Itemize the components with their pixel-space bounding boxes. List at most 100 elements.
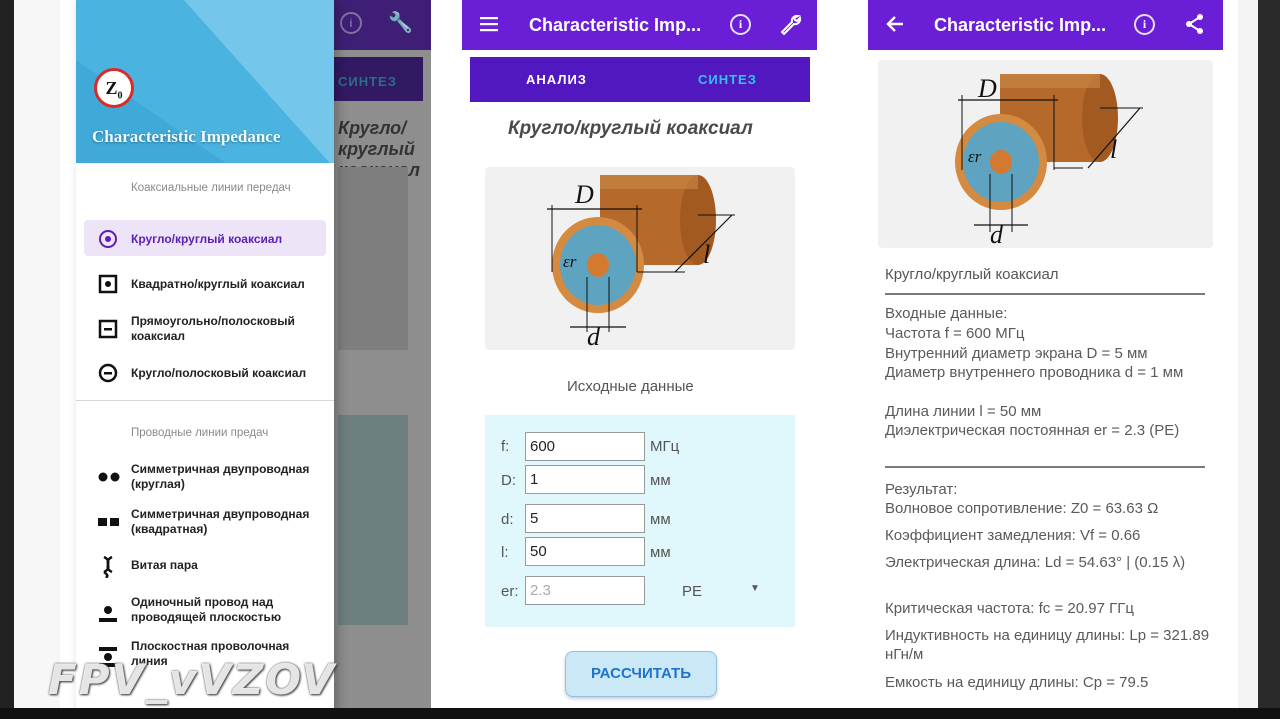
result-divider [885,466,1205,468]
circle-bar-icon [98,363,118,383]
drawer-item-rect-strip[interactable]: Прямоугольно/полосковый коаксиал [84,310,326,346]
input-line: Диэлектрическая постоянная er = 2.3 (PE) [885,422,1180,439]
info-icon[interactable]: i [730,14,751,35]
coax-diagram: D l d εr [547,175,735,351]
navigation-drawer: Z0 Characteristic Impedance Коаксиальные… [76,0,334,719]
tab-synthesis[interactable]: СИНТЕЗ [338,74,397,89]
field-label-f: f: [501,438,510,455]
result-divider [885,293,1205,295]
wrench-icon[interactable]: 🔧 [388,12,413,34]
left-image-card [338,167,408,350]
results-heading: Результат: [885,481,958,498]
drawer-item-round-round[interactable]: Кругло/круглый коаксиал [84,220,326,256]
drawer-item-label: Прямоугольно/полосковый коаксиал [131,314,295,343]
inner-diameter-unit: мм [650,511,671,528]
menu-icon[interactable] [480,15,500,38]
wrench-icon[interactable] [778,12,802,41]
bottom-border [0,708,1280,719]
drawer-item-twin-square[interactable]: Симметричная двупроводная (квадратная) [84,503,326,539]
frequency-unit: МГц [650,438,680,455]
diagram-label-D: D [574,180,594,209]
drawer-item-wire-over-plane[interactable]: Одиночный провод над проводящей плоскост… [84,593,326,629]
two-squares-icon [98,512,119,532]
drawer-item-label: Симметричная двупроводная (квадратная) [131,507,310,536]
dropdown-arrow-icon: ▼ [750,583,760,594]
drawer-item-round-strip[interactable]: Кругло/полосковый коаксиал [84,354,326,390]
square-bar-icon [98,319,118,339]
drawer-header: Z0 Characteristic Impedance [76,0,334,163]
dielectric-select[interactable]: PE ▼ [670,575,770,605]
section-wire-lines: Проводные линии предач [131,427,269,439]
diagram-label-l: l [703,240,710,269]
right-border [1258,0,1280,719]
outer-diameter-unit: мм [650,472,671,489]
result-line: Критическая частота: fc = 20.97 ГГц [885,600,1134,617]
info-icon[interactable]: i [1134,14,1155,35]
input-line: Длина линии l = 50 мм [885,403,1042,420]
result-line: Электрическая длина: Ld = 54.63° | (0.15… [885,554,1186,571]
drawer-item-label: Одиночный провод над проводящей плоскост… [131,595,282,624]
mode-tabs: АНАЛИЗ СИНТЕЗ [470,57,810,102]
drawer-item-twin-round[interactable]: Симметричная двупроводная (круглая) [84,458,326,494]
two-dots-icon [98,467,120,487]
info-icon[interactable]: i [340,12,362,34]
drawer-item-square-round[interactable]: Квадратно/круглый коаксиал [84,265,326,301]
input-line: Частота f = 600 МГц [885,325,1025,342]
field-label-l: l: [501,544,509,561]
diagram-label-l: l [1110,135,1117,164]
diagram-label-er: εr [563,252,577,271]
length-input[interactable]: 50 [525,537,645,566]
watermark: FPV_vVZOV [48,655,337,704]
drawer-item-label: Кругло/круглый коаксиал [131,232,283,246]
drawer-item-label: Кругло/полосковый коаксиал [131,366,307,380]
result-line: Емкость на единицу длины: Cp = 79.5 [885,674,1149,691]
result-line: Волновое сопротивление: Z0 = 63.63 Ω [885,500,1159,517]
coax-diagram-card: D l d εr [485,167,795,351]
drawer-item-planar-wire[interactable]: Плоскостная проволочная линия [84,637,326,673]
tab-analysis[interactable]: АНАЛИЗ [526,72,587,87]
field-label-er: er: [501,583,519,600]
frequency-input[interactable]: 600 [525,432,645,461]
diagram-label-d: d [990,220,1004,248]
back-arrow-icon[interactable] [885,14,905,39]
twisted-pair-icon [98,555,118,579]
drawer-item-label: Витая пара [131,558,198,572]
outer-diameter-input[interactable]: 1 [525,465,645,494]
dielectric-select-value: PE [682,583,703,600]
result-line: Коэффициент замедления: Vf = 0.66 [885,527,1141,544]
diagram-label-er: εr [968,147,982,166]
drawer-item-label: Плоскостная проволочная линия [131,639,290,668]
tab-synthesis[interactable]: СИНТЕЗ [698,72,757,87]
section-coaxial: Коаксиальные линии передач [131,182,291,194]
diagram-label-D: D [977,74,997,103]
left-input-card [338,415,408,625]
circle-dot-icon [98,229,118,249]
middle-app-bar: Characteristic Imp... i [462,0,817,50]
result-line: Индуктивность на единицу длины: Lp = 321… [885,627,1210,663]
permittivity-input: 2.3 [525,576,645,605]
input-line: Внутренний диаметр экрана D = 5 мм [885,345,1148,362]
field-label-d: d: [501,511,514,528]
right-app-title: Characteristic Imp... [934,15,1107,35]
drawer-divider [76,400,334,401]
result-diagram-card: D l d εr [878,60,1213,249]
field-label-D: D: [501,472,516,489]
drawer-item-label: Симметричная двупроводная (круглая) [131,462,310,491]
drawer-item-twisted-pair[interactable]: Витая пара [84,547,326,583]
input-line: Диаметр внутреннего проводника d = 1 мм [885,364,1184,381]
drawer-item-label: Квадратно/круглый коаксиал [131,277,305,291]
inner-diameter-input[interactable]: 5 [525,504,645,533]
input-heading: Входные данные: [885,305,1008,322]
right-app-bar: Characteristic Imp... i [868,0,1223,50]
diagram-label-d: d [587,322,601,350]
length-unit: мм [650,544,671,561]
wire-over-plane-icon [98,602,118,622]
middle-section-title: Кругло/круглый коаксиал [508,118,753,139]
left-border [0,0,14,719]
planar-wire-icon [98,646,118,667]
share-icon[interactable] [1184,13,1206,40]
input-form: f: 600 МГц D: 1 мм d: 5 мм l: 50 мм er: … [485,415,795,627]
calculate-button[interactable]: РАССЧИТАТЬ [565,651,717,697]
middle-app-title: Characteristic Imp... [529,15,702,35]
result-coax-diagram: D l d εr [955,74,1143,249]
